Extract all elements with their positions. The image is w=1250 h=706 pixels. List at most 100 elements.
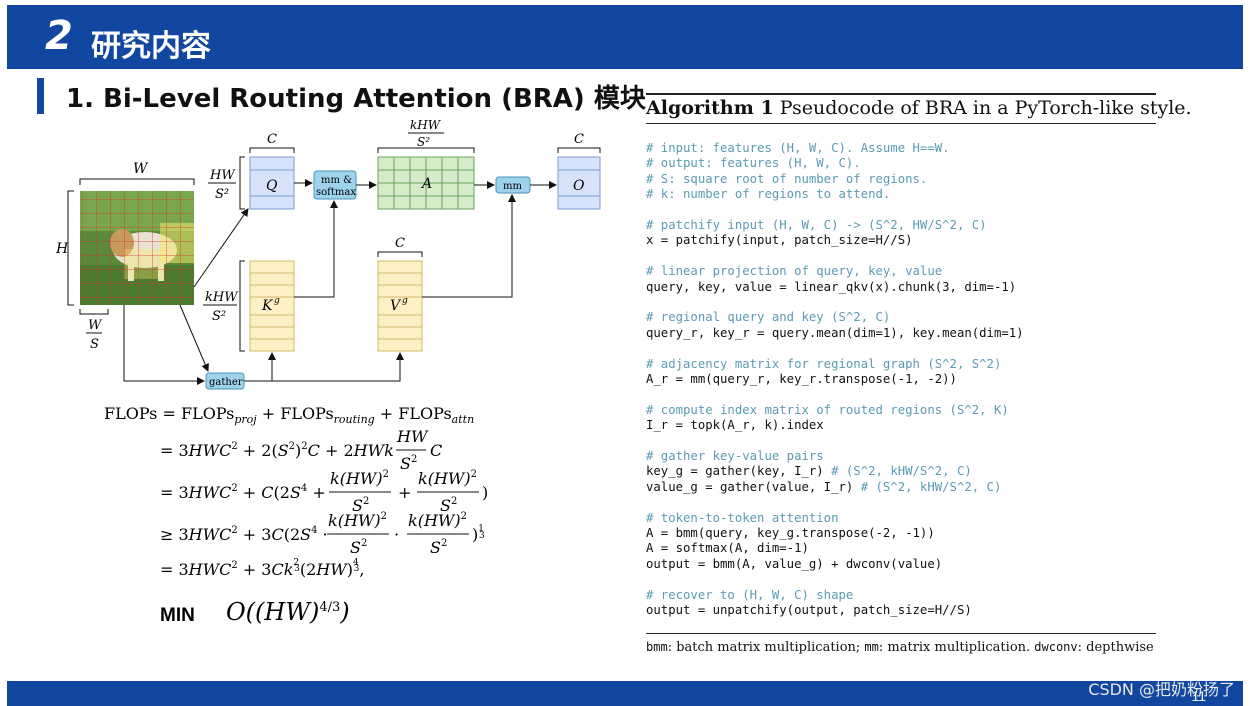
q-dim-num: HW <box>209 168 236 183</box>
algorithm-title-text: Pseudocode of BRA in a PyTorch-like styl… <box>773 97 1192 119</box>
dim-h-label: H <box>55 241 69 257</box>
bra-architecture-diagram: W H W S Q C HW S² K g kHW S² mm & softma… <box>55 118 601 390</box>
frac4b-den: S2 <box>430 538 447 557</box>
code-line <box>646 203 1156 218</box>
mm-op: mm <box>495 176 531 194</box>
a-block: A <box>377 156 475 210</box>
mm-softmax-op: mm & softmax <box>313 170 357 200</box>
code-line: output = unpatchify(output, patch_size=H… <box>646 603 972 618</box>
vg-dim-c: C <box>395 236 405 251</box>
formula-line-4: ≥ 3HWC2 + 3C(2S4 · <box>160 525 328 544</box>
flops-formula: FLOPs = FLOPsproj + FLOPsrouting + FLOPs… <box>104 404 488 579</box>
code-line: # linear projection of query, key, value <box>646 264 943 279</box>
bottom-bar <box>7 681 1243 706</box>
code-line: A = bmm(query, key_g.transpose(-2, -1)) <box>646 526 935 541</box>
code-line: I_r = topk(A_r, k).index <box>646 418 824 433</box>
code-line: # patchify input (H, W, C) -> (S^2, HW/S… <box>646 218 987 233</box>
min-expr-exp: 4/3 <box>319 600 341 615</box>
footnote-text: : matrix multiplication. <box>878 640 1035 655</box>
algorithm-box: Algorithm 1 Pseudocode of BRA in a PyTor… <box>646 93 1192 618</box>
code-line: key_g = gather(key, I_r) # (S^2, kHW/S^2… <box>646 464 1156 479</box>
footnote-text: : batch matrix multiplication; <box>667 640 865 655</box>
pseudocode: # input: features (H, W, C). Assume H==W… <box>646 141 1156 618</box>
section-marker <box>37 78 44 114</box>
code-line: x = patchify(input, patch_size=H//S) <box>646 233 913 248</box>
formula-line-3: = 3HWC2 + C(2S4 + <box>160 483 326 502</box>
formula-dot: · <box>394 525 399 544</box>
vg-block: V g <box>377 260 423 352</box>
footnote-term: dwconv <box>1034 640 1078 654</box>
code-line: # gather key-value pairs <box>646 449 824 464</box>
min-complexity: O((HW)4/3) <box>226 598 350 626</box>
formula-c: C <box>430 441 442 460</box>
code-line: # regional query and key (S^2, C) <box>646 310 891 325</box>
algorithm-title-bold: Algorithm 1 <box>646 97 774 119</box>
frac4a-den: S2 <box>350 538 367 557</box>
formula-plus: + <box>398 483 411 502</box>
min-expr-base: O((HW) <box>226 598 320 626</box>
code-line <box>646 295 1156 310</box>
input-image <box>80 191 194 305</box>
footnote-term: mm <box>864 640 879 654</box>
code-line <box>646 434 1156 449</box>
code-line: A_r = mm(query_r, key_r.transpose(-1, -2… <box>646 372 957 387</box>
code-line: value_g = gather(value, I_r) # (S^2, kHW… <box>646 480 1156 495</box>
footnote-text: : depthwise <box>1077 640 1154 655</box>
o-block: O <box>557 156 601 210</box>
code-line: # compute index matrix of routed regions… <box>646 402 1009 417</box>
code-text: value_g = gather(value, I_r) <box>646 479 861 494</box>
code-line: # output: features (H, W, C). <box>646 156 861 171</box>
o-label: O <box>573 178 585 194</box>
dim-w-over-s-num: W <box>88 318 103 333</box>
algorithm-title: Algorithm 1 Pseudocode of BRA in a PyTor… <box>646 93 1192 124</box>
code-line: # recover to (H, W, C) shape <box>646 587 854 602</box>
q-dim-c: C <box>267 132 277 147</box>
page-title: 研究内容 <box>91 29 211 64</box>
footnote-term: bmm <box>646 640 668 654</box>
code-line <box>646 387 1156 402</box>
code-line <box>646 572 1156 587</box>
mm-softmax-line2: softmax <box>316 187 356 198</box>
frac3b-num: k(HW)2 <box>418 469 477 488</box>
mm-label: mm <box>503 181 522 192</box>
a-dim-den: S² <box>417 135 430 149</box>
k-dim-den: S² <box>212 309 226 324</box>
code-line: query, key, value = linear_qkv(x).chunk(… <box>646 279 1017 294</box>
section-number: 2 <box>45 13 73 59</box>
frac3a-num: k(HW)2 <box>330 469 389 488</box>
frac4a-num: k(HW)2 <box>328 511 387 530</box>
formula-line-2: = 3HWC2 + 2(S2)2C + 2HWk <box>160 441 394 460</box>
vg-label: V <box>390 298 402 314</box>
code-text: key_g = gather(key, I_r) <box>646 464 832 479</box>
code-line: # k: number of regions to attend. <box>646 187 891 202</box>
min-expr-close: ) <box>340 598 350 626</box>
dim-w-label: W <box>133 161 149 177</box>
frac4b-num: k(HW)2 <box>408 511 467 530</box>
q-dim-den: S² <box>215 187 229 202</box>
k-dim-num: kHW <box>205 290 239 305</box>
code-line: output = bmm(A, value_g) + dwconv(value) <box>646 556 943 571</box>
kg-label: K <box>261 298 274 314</box>
code-line: # S: square root of number of regions. <box>646 171 928 186</box>
code-line <box>646 249 1156 264</box>
frac-s2-den: S2 <box>400 454 417 473</box>
vg-sup: g <box>402 296 408 306</box>
kg-sup: g <box>274 296 280 306</box>
gather-label: gather <box>209 377 243 388</box>
algorithm-footnote: bmm: batch matrix multiplication; mm: ma… <box>646 633 1156 655</box>
title-bar: 2 研究内容 <box>7 5 1243 69</box>
formula-paren: ) <box>482 483 488 502</box>
code-line: A = softmax(A, dim=-1) <box>646 541 809 556</box>
code-line <box>646 495 1156 510</box>
o-dim-c: C <box>574 132 584 147</box>
code-line: # token-to-token attention <box>646 510 839 525</box>
page-number: 11 <box>1191 688 1206 704</box>
watermark: CSDN @把奶粉扬了 <box>1088 680 1235 699</box>
dim-w-over-s-den: S <box>90 337 99 352</box>
mm-softmax-line1: mm & <box>321 175 352 186</box>
section-title: 1. Bi-Level Routing Attention (BRA) 模块 <box>66 84 646 114</box>
formula-line-1: FLOPs = FLOPsproj + FLOPsrouting + FLOPs… <box>104 404 474 426</box>
kg-block: K g <box>249 260 295 352</box>
